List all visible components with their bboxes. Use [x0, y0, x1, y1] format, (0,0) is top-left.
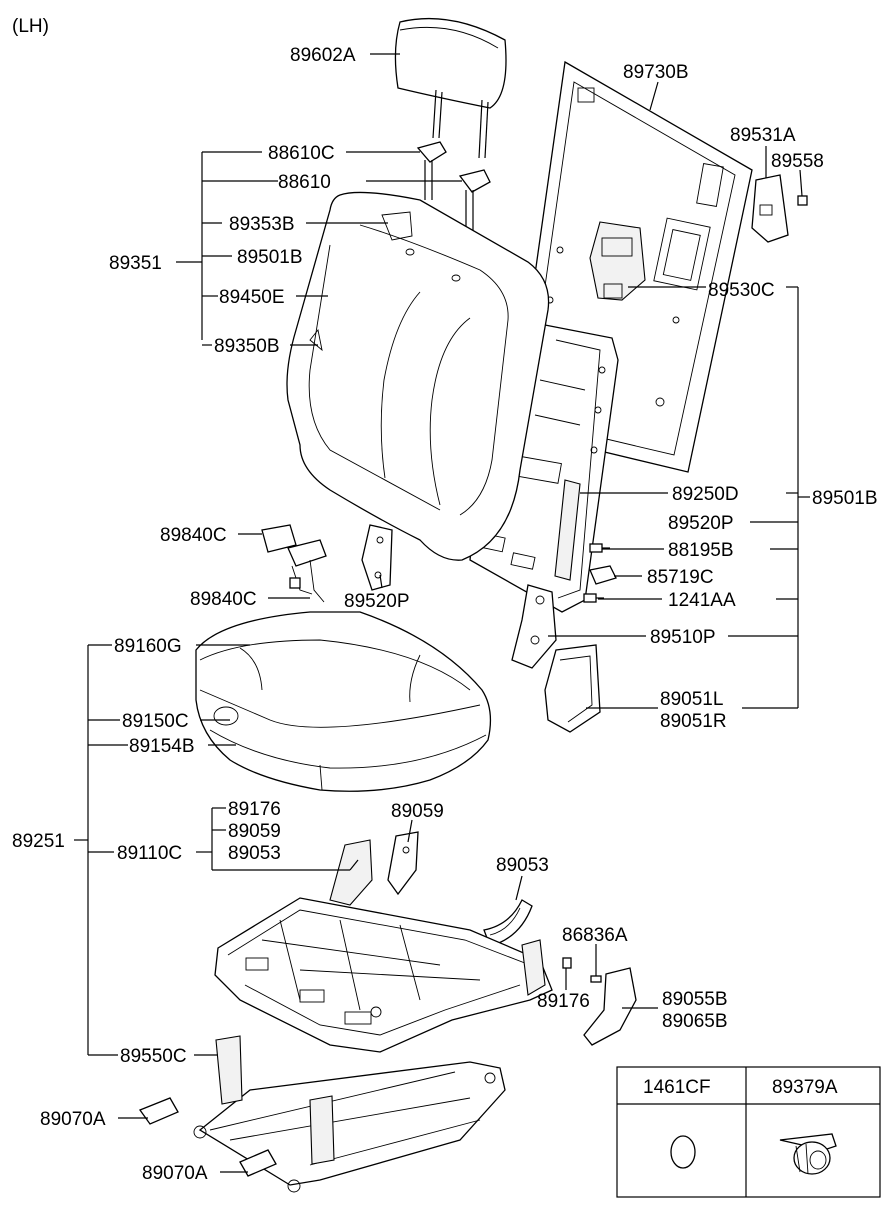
cushion-pad	[195, 611, 492, 792]
label-89176-group: 89176	[228, 799, 281, 820]
label-89059-group: 89059	[228, 821, 281, 842]
table-header-1461cf: 1461CF	[643, 1077, 711, 1098]
hinge	[511, 584, 557, 669]
label-89251: 89251	[12, 831, 65, 852]
label-89160g: 89160G	[114, 636, 182, 657]
label-86836a: 86836A	[562, 925, 628, 946]
label-89110c: 89110C	[117, 843, 182, 864]
fasteners-back	[583, 543, 617, 603]
side-cover	[544, 644, 601, 733]
back-bracket	[361, 524, 393, 591]
label-89501b-frame: 89501B	[812, 488, 878, 509]
guide-pins	[416, 141, 491, 232]
clip-icon	[779, 1133, 837, 1175]
back-pad	[286, 191, 550, 561]
headrest	[394, 17, 507, 159]
label-89150c: 89150C	[122, 711, 189, 732]
label-89053-group: 89053	[228, 843, 281, 864]
frame-side-cover	[583, 967, 637, 1046]
label-89350b: 89350B	[214, 336, 280, 357]
label-89065b: 89065B	[662, 1011, 728, 1032]
label-89055b: 89055B	[662, 989, 728, 1010]
label-89530c: 89530C	[708, 280, 775, 301]
frame-brackets	[387, 831, 533, 947]
frame-fasteners	[562, 957, 602, 983]
label-89351: 89351	[109, 253, 162, 274]
label-88610c: 88610C	[268, 143, 335, 164]
label-89450e: 89450E	[219, 287, 285, 308]
track-assy	[193, 1035, 506, 1193]
label-89250d: 89250D	[672, 484, 739, 505]
latch-assy	[589, 221, 646, 301]
label-89070a-a: 89070A	[40, 1109, 106, 1130]
label-88610: 88610	[278, 172, 331, 193]
label-89510p: 89510P	[650, 627, 716, 648]
plug-icon	[670, 1135, 696, 1169]
leader-lines	[74, 53, 810, 1173]
small-parts-table: 1461CF 89379A	[616, 1066, 881, 1198]
label-89070a-b: 89070A	[142, 1163, 208, 1184]
back-frame	[469, 324, 619, 613]
label-89520p-left: 89520P	[344, 591, 410, 612]
side-label: (LH)	[12, 16, 49, 37]
part-labels: 89602A 89730B 89531A 89558 88610C 88610 …	[12, 45, 878, 1184]
label-89051r: 89051R	[660, 711, 727, 732]
label-89053: 89053	[496, 855, 549, 876]
label-89558: 89558	[771, 151, 824, 172]
label-89520p-right: 89520P	[668, 513, 734, 534]
label-89154b: 89154B	[129, 736, 195, 757]
track-covers	[138, 1097, 277, 1177]
label-88195b: 88195B	[668, 540, 734, 561]
label-89353b: 89353B	[229, 214, 295, 235]
label-85719c: 85719C	[647, 567, 714, 588]
table-header-89379a: 89379A	[772, 1077, 838, 1098]
label-89550c: 89550C	[120, 1046, 187, 1067]
label-89840c-b: 89840C	[190, 589, 257, 610]
label-89602a: 89602A	[290, 45, 356, 66]
label-89730b: 89730B	[623, 62, 689, 83]
label-89051l: 89051L	[660, 689, 723, 710]
latch-cover	[751, 174, 808, 243]
label-89840c-a: 89840C	[160, 525, 227, 546]
cushion-frame	[214, 839, 553, 1053]
label-89059: 89059	[391, 801, 444, 822]
label-89501b-pad: 89501B	[237, 247, 303, 268]
label-89176: 89176	[537, 991, 590, 1012]
buckles	[261, 524, 327, 603]
label-89531a: 89531A	[730, 125, 796, 146]
label-1241aa: 1241AA	[668, 590, 736, 611]
